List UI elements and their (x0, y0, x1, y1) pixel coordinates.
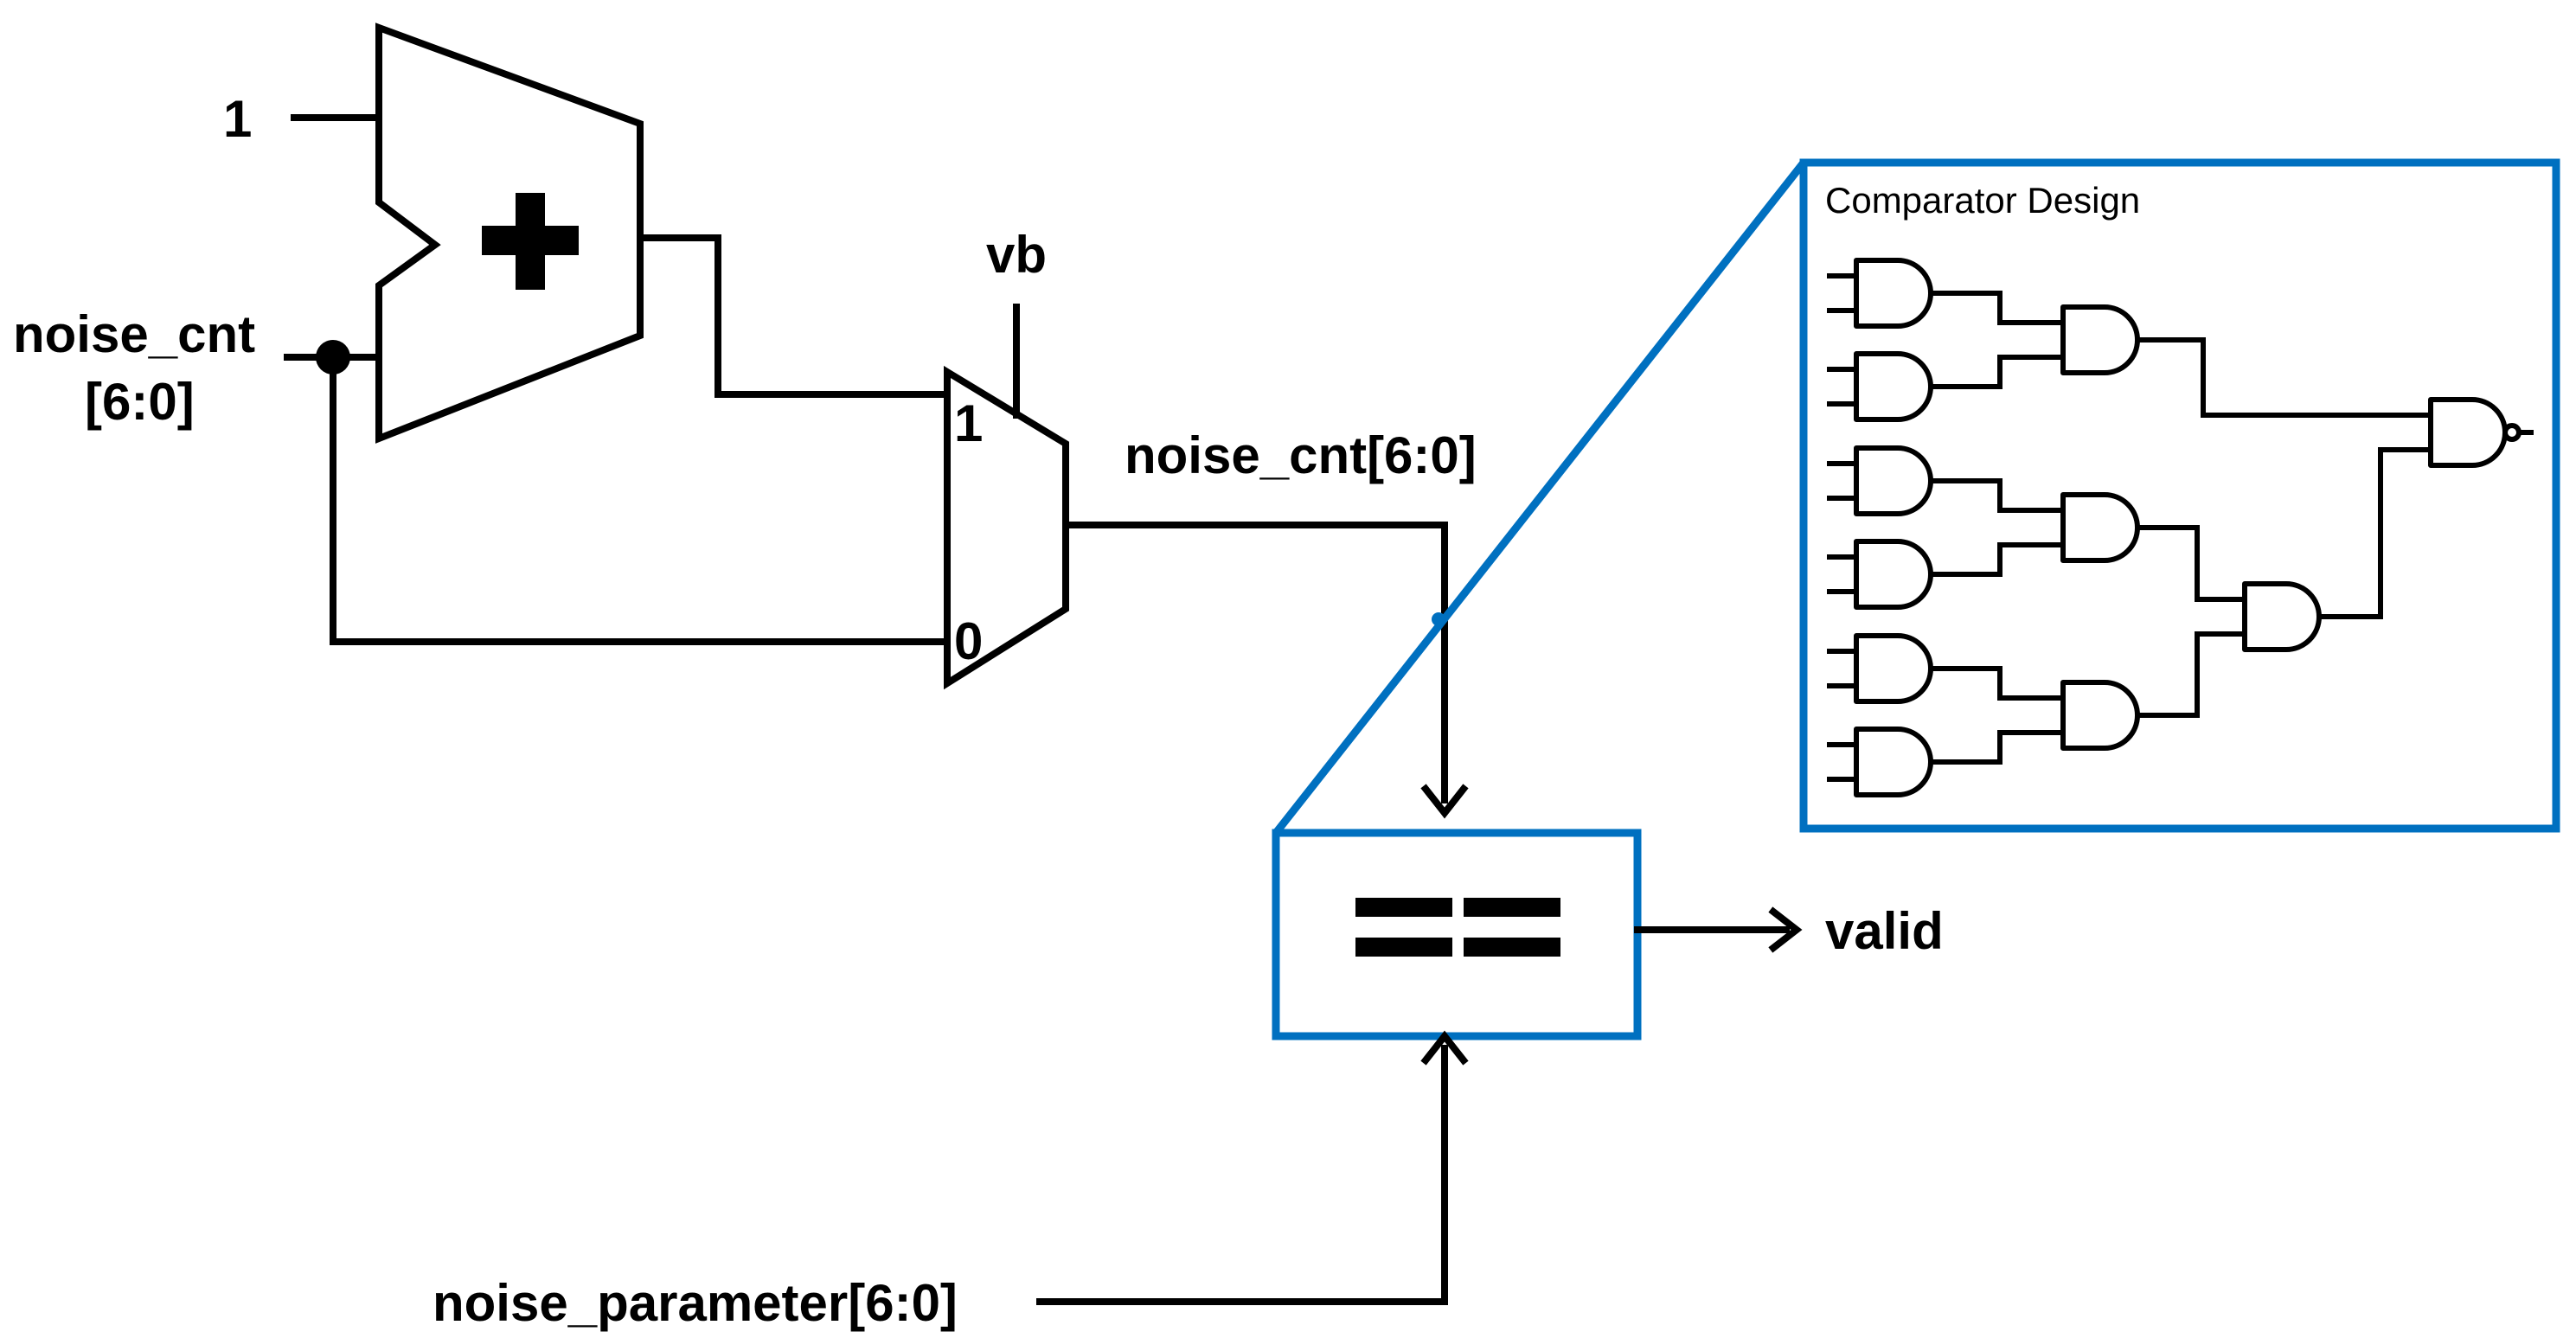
mux-output-label: noise_cnt[6:0] (1125, 426, 1477, 484)
noise-cnt-label-line1: noise_cnt (13, 305, 255, 363)
equals-bar-2 (1355, 938, 1452, 957)
and-gate-tree (1827, 258, 2534, 797)
and-gate-l1-2 (1854, 351, 1933, 422)
comparator-design-title: Comparator Design (1825, 180, 2140, 221)
plus-symbol-vertical (516, 193, 545, 290)
valid-label: valid (1825, 902, 1944, 960)
mux-input-0-label: 0 (954, 612, 983, 670)
equals-bar-4 (1464, 938, 1560, 957)
and-gate-l1-1 (1854, 258, 1933, 329)
mux-output-arrowhead (1420, 784, 1469, 819)
gate-wire (2135, 337, 2433, 418)
and-gate-l2-2 (2060, 492, 2140, 563)
noise-parameter-wire (1036, 1045, 1448, 1305)
comparator-block (1272, 829, 1642, 1040)
and-gate-l1-6 (1854, 727, 1933, 797)
zoom-connector-dot (1432, 612, 1445, 626)
noise-parameter-label: noise_parameter[6:0] (433, 1274, 958, 1332)
mux-input-1-label: 1 (954, 394, 983, 452)
adder-to-mux-wire (637, 234, 951, 398)
mux-output-wire (1062, 522, 1448, 803)
and-gate-l1-3 (1854, 445, 1933, 516)
and-gate-final (2428, 397, 2508, 468)
gate-wire (1928, 291, 2066, 325)
gate-wire (2135, 631, 2247, 718)
comparator-design-box (1799, 158, 2560, 833)
mux-block (944, 365, 1069, 690)
and-gate-l2-1 (2060, 304, 2140, 375)
gate-wire (1928, 542, 2066, 577)
and-gate-l1-4 (1854, 539, 1933, 610)
gate-wire (1928, 355, 2066, 389)
adder-block (375, 22, 644, 444)
noise-parameter-arrowhead (1420, 1030, 1469, 1066)
noise-cnt-label-line2: [6:0] (85, 373, 195, 431)
feedback-wire (330, 354, 951, 645)
gate-wire (2135, 525, 2247, 602)
gate-wire (1928, 730, 2066, 765)
gate-wire (1928, 478, 2066, 513)
and-gate-l3 (2242, 581, 2322, 652)
const-one-label: 1 (223, 90, 252, 148)
vb-label: vb (986, 226, 1047, 284)
gate-wire (2316, 447, 2433, 619)
equals-bar-3 (1464, 898, 1560, 917)
equals-bar-1 (1355, 898, 1452, 917)
and-gate-l2-3 (2060, 680, 2140, 751)
valid-output-arrowhead (1768, 906, 1803, 953)
zoom-connector-line (1272, 160, 1807, 835)
and-gate-l1-5 (1854, 633, 1933, 704)
gate-wire (1928, 666, 2066, 701)
